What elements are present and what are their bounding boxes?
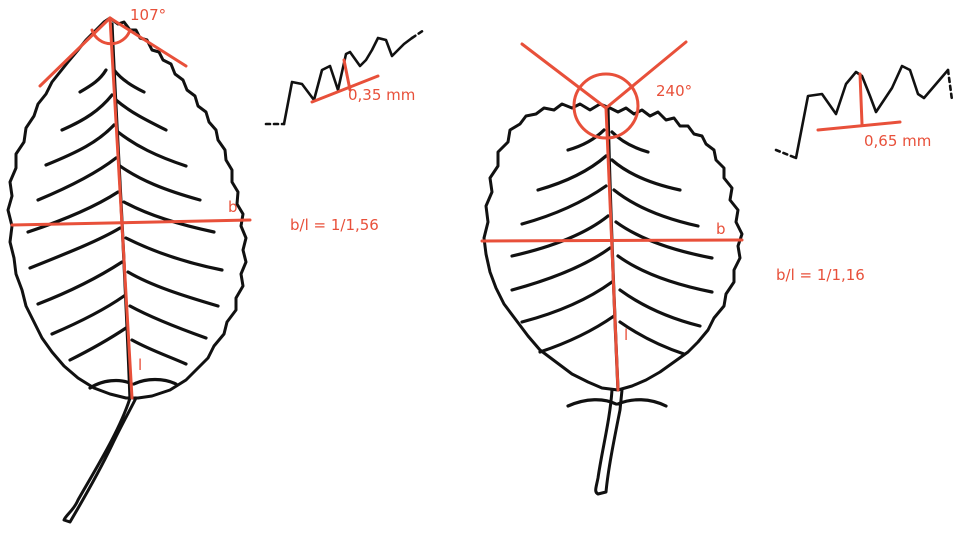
left-apex-angle-arm [40, 18, 110, 86]
left-leaf-vein [120, 166, 200, 200]
right-leaf-vein [540, 316, 614, 352]
right-ratio-label: b/l = 1/1,16 [776, 268, 865, 283]
right-tooth-baseline [818, 122, 900, 130]
left-leaf [8, 18, 250, 522]
right-leaf-vein [618, 400, 666, 406]
left-width-line [12, 220, 250, 225]
right-leaf-vein [522, 282, 612, 322]
left-leaf-vein [128, 272, 218, 306]
left-leaf-vein [114, 70, 144, 92]
right-length-mark: l [624, 328, 628, 343]
left-leaf-vein [90, 381, 132, 388]
right-leaf-vein [620, 290, 700, 326]
left-leaf-vein [46, 125, 114, 165]
left-tooth-size-label: 0,35 mm [348, 88, 415, 103]
right-leaf-petiole [596, 390, 622, 494]
right-apex-angle-label: 240° [656, 84, 692, 99]
right-leaf-vein [614, 190, 698, 226]
left-width-mark: b [228, 200, 238, 215]
right-leaf-vein [568, 400, 616, 406]
right-width-mark: b [716, 222, 726, 237]
left-leaf-vein [116, 100, 166, 130]
right-tooth-dash [948, 70, 952, 100]
right-leaf-vein [568, 130, 604, 150]
left-length-line [110, 18, 132, 398]
left-length-mark: l [138, 358, 142, 373]
left-leaf-vein [70, 328, 126, 360]
right-width-line [482, 240, 742, 241]
left-leaf-vein [80, 70, 106, 92]
left-leaf-vein [134, 380, 176, 385]
left-leaf-vein [30, 228, 120, 268]
left-leaf-vein [62, 95, 112, 130]
left-ratio-label: b/l = 1/1,56 [290, 218, 379, 233]
right-leaf-vein [620, 322, 684, 354]
right-leaf [482, 42, 742, 494]
left-leaf-vein [126, 238, 222, 270]
right-leaf-vein [512, 248, 610, 290]
left-tooth-detail [266, 30, 424, 124]
left-leaf-petiole [64, 398, 136, 522]
right-tooth-dash [776, 150, 796, 158]
left-leaf-vein [52, 296, 124, 334]
left-leaf-vein [118, 132, 186, 166]
left-leaf-vein [38, 262, 122, 304]
left-leaf-vein [130, 306, 206, 338]
left-leaf-vein [124, 202, 214, 232]
right-leaf-vein [538, 156, 606, 190]
right-tooth-height [860, 74, 862, 124]
right-leaf-vein [612, 160, 680, 190]
right-leaf-vein [522, 186, 606, 224]
left-tooth-dash [412, 30, 424, 38]
left-apex-angle-label: 107° [130, 8, 166, 23]
right-tooth-size-label: 0,65 mm [864, 134, 931, 149]
right-leaf-vein [618, 256, 712, 292]
